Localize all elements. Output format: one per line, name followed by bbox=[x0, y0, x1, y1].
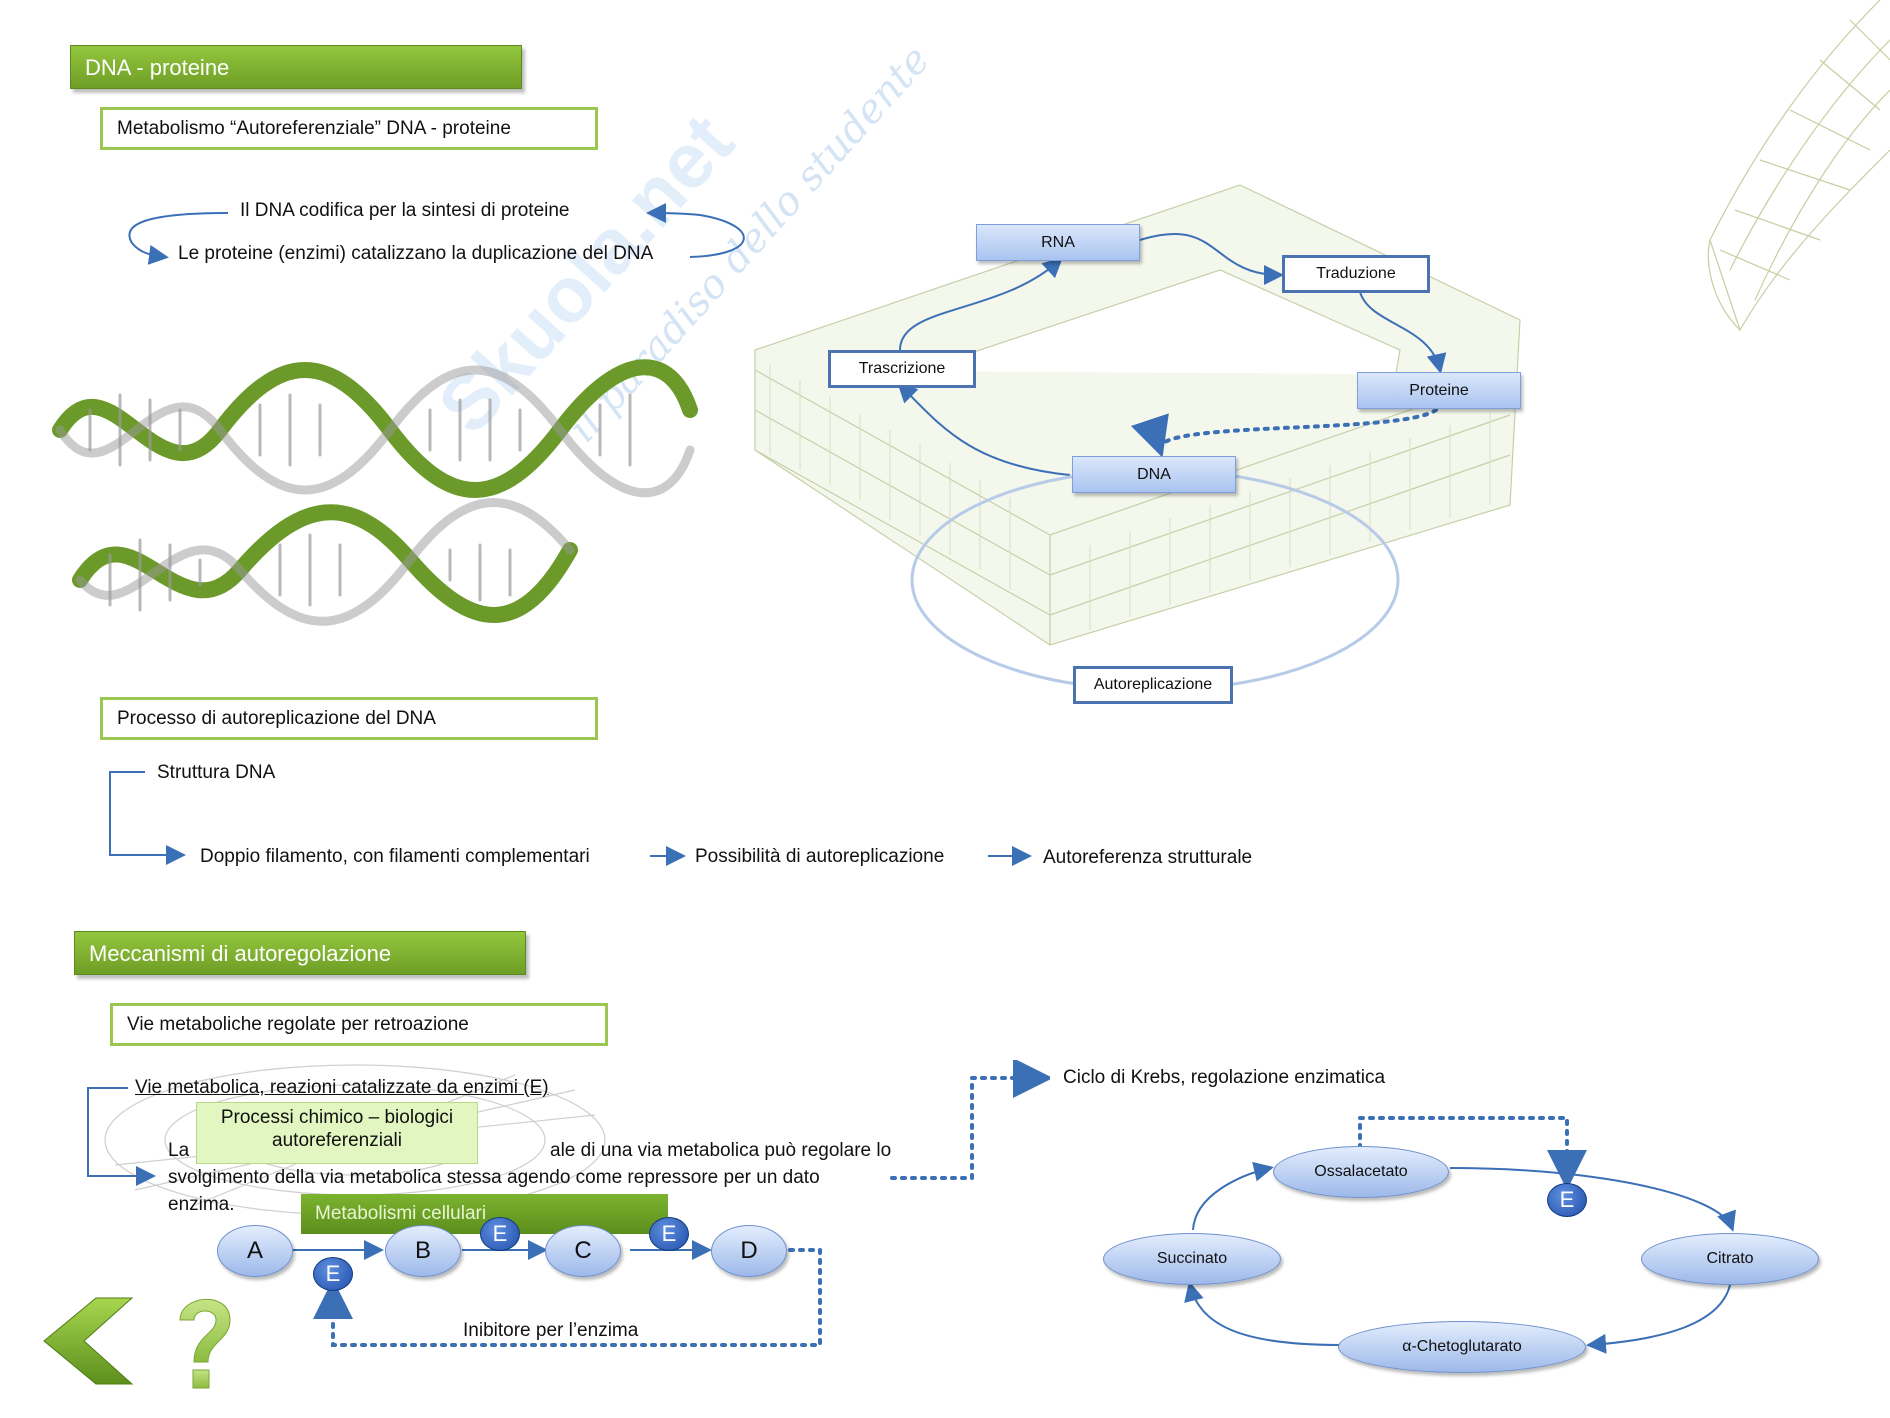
pathway-node-b: B bbox=[385, 1225, 461, 1277]
label-vie-metabolica: Vie metabolica, reazioni catalizzate da … bbox=[135, 1077, 549, 1098]
krebs-node-citrato: Citrato bbox=[1641, 1233, 1819, 1285]
krebs-node-ossalacetato: Ossalacetato bbox=[1273, 1146, 1449, 1198]
struttura-flow-arrows bbox=[109, 771, 1032, 866]
label-inibitore: Inibitore per l’enzima bbox=[463, 1320, 639, 1341]
statement-proteine-catalizzano: Le proteine (enzimi) catalizzano la dupl… bbox=[178, 243, 654, 264]
paragraph-line3: enzima. bbox=[168, 1194, 235, 1215]
node-trascrizione: Trascrizione bbox=[828, 350, 976, 388]
subtitle-processo-autoreplicazione: Processo di autoreplicazione del DNA bbox=[100, 697, 598, 740]
pathway-node-c: C bbox=[545, 1225, 621, 1277]
enzyme-badge-cd: E bbox=[649, 1217, 689, 1251]
enzyme-badge-krebs: E bbox=[1547, 1183, 1587, 1217]
pathway-node-a: A bbox=[217, 1225, 293, 1277]
krebs-node-succinato: Succinato bbox=[1103, 1233, 1281, 1285]
subtitle-text: Vie metaboliche regolate per retroazione bbox=[127, 1014, 469, 1035]
back-arrow-icon[interactable] bbox=[36, 1296, 146, 1386]
krebs-title: Ciclo di Krebs, regolazione enzimatica bbox=[1063, 1067, 1386, 1088]
label-struttura-dna: Struttura DNA bbox=[157, 762, 276, 783]
vie-bracket-arrow bbox=[87, 1087, 156, 1186]
node-dna: DNA bbox=[1072, 456, 1236, 493]
decorative-mesh-graphic bbox=[1707, 0, 1890, 332]
pathway-node-d: D bbox=[711, 1225, 787, 1277]
statement-dna-codifica: Il DNA codifica per la sintesi di protei… bbox=[240, 200, 570, 221]
subtitle-text: Metabolismo “Autoreferenziale” DNA - pro… bbox=[117, 118, 511, 139]
paragraph-start: La bbox=[168, 1140, 190, 1161]
krebs-cycle-arrows bbox=[1184, 1116, 1736, 1354]
paragraph-line1-rest: ale di una via metabolica può regolare l… bbox=[550, 1140, 892, 1161]
flow-step-doppio-filamento: Doppio filamento, con filamenti compleme… bbox=[200, 846, 590, 867]
krebs-link-arrow bbox=[890, 1060, 1050, 1180]
dna-helix-illustration bbox=[52, 359, 698, 626]
enzyme-badge-bc: E bbox=[480, 1217, 520, 1251]
processi-autoreferenziali-box: Processi chimico – biologici autoreferen… bbox=[196, 1102, 478, 1164]
node-autoreplicazione: Autoreplicazione bbox=[1073, 666, 1233, 704]
question-mark-icon[interactable] bbox=[170, 1290, 240, 1400]
section-title-dna-proteine: DNA - proteine bbox=[70, 45, 522, 89]
loop-arrows bbox=[128, 203, 745, 265]
node-traduzione: Traduzione bbox=[1282, 255, 1430, 293]
pathway-arrows bbox=[292, 1240, 822, 1347]
subtitle-text: Processo di autoreplicazione del DNA bbox=[117, 708, 436, 729]
node-proteine: Proteine bbox=[1357, 372, 1521, 409]
krebs-node-chetoglutarato: α-Chetoglutarato bbox=[1338, 1321, 1586, 1373]
section-title-autoregolazione: Meccanismi di autoregolazione bbox=[74, 931, 526, 975]
subtitle-vie-metaboliche: Vie metaboliche regolate per retroazione bbox=[110, 1003, 608, 1046]
node-rna: RNA bbox=[976, 224, 1140, 261]
flow-step-autoreferenza-strutturale: Autoreferenza strutturale bbox=[1043, 847, 1253, 868]
subtitle-metabolismo-autoreferenziale: Metabolismo “Autoreferenziale” DNA - pro… bbox=[100, 107, 598, 150]
paragraph-line2: svolgimento della via metabolica stessa … bbox=[168, 1167, 820, 1188]
flow-step-possibilita-autoreplicazione: Possibilità di autoreplicazione bbox=[695, 846, 945, 867]
enzyme-badge-inhibited: E bbox=[313, 1257, 353, 1291]
